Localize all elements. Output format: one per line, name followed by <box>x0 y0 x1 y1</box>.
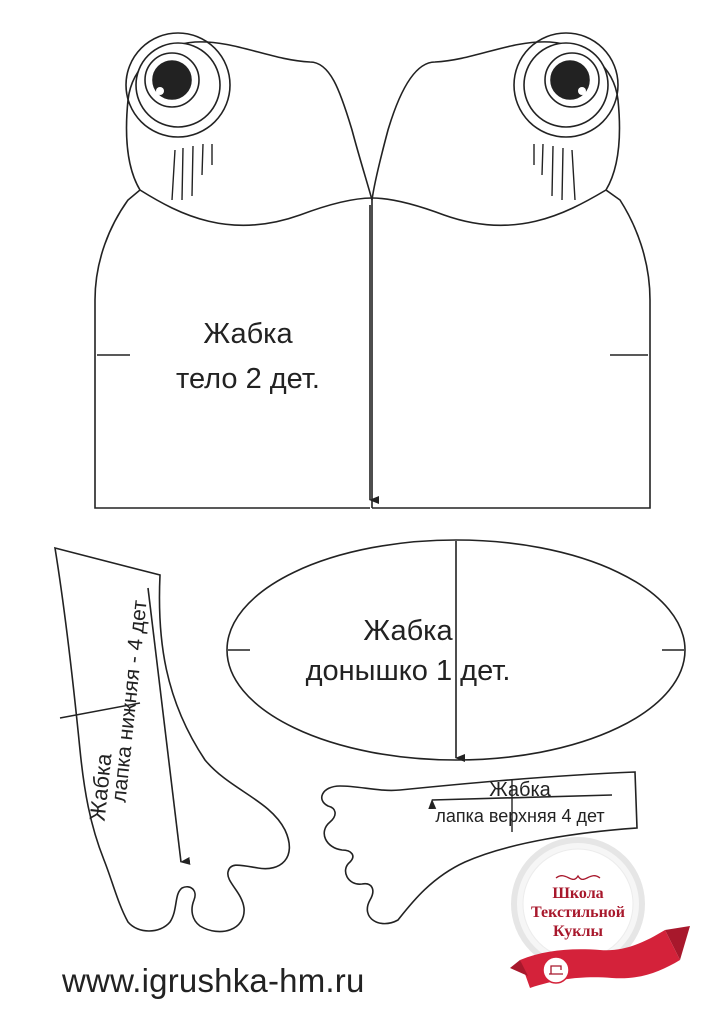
sewing-machine-badge-icon <box>542 956 570 984</box>
body-label-title: Жабка <box>203 318 293 350</box>
lower-leg-label-count: лапка нижняя - 4 дет <box>107 599 151 804</box>
logo-line-2: Текстильной <box>531 904 625 921</box>
lower-leg-grain-arrow <box>147 587 191 865</box>
logo-line-1: Школа <box>552 885 603 902</box>
logo-line-3: Куклы <box>553 923 603 940</box>
school-logo: Школа Текстильной Куклы <box>510 837 690 988</box>
upper-leg-grain-arrow <box>428 794 613 810</box>
left-eye <box>125 32 231 201</box>
lower-leg-pattern-piece <box>54 546 291 933</box>
bottom-label-count: донышко 1 дет. <box>306 655 511 687</box>
ornament-icon <box>555 874 601 881</box>
website-url: www.igrushka-hm.ru <box>62 962 365 999</box>
upper-leg-label-count: лапка верхняя 4 дет <box>435 806 604 826</box>
body-label-count: тело 2 дет. <box>176 363 320 395</box>
bottom-label-title: Жабка <box>363 615 453 647</box>
upper-leg-pattern-piece <box>320 771 638 925</box>
right-eye <box>513 32 619 201</box>
upper-leg-label-title: Жабка <box>489 779 551 801</box>
